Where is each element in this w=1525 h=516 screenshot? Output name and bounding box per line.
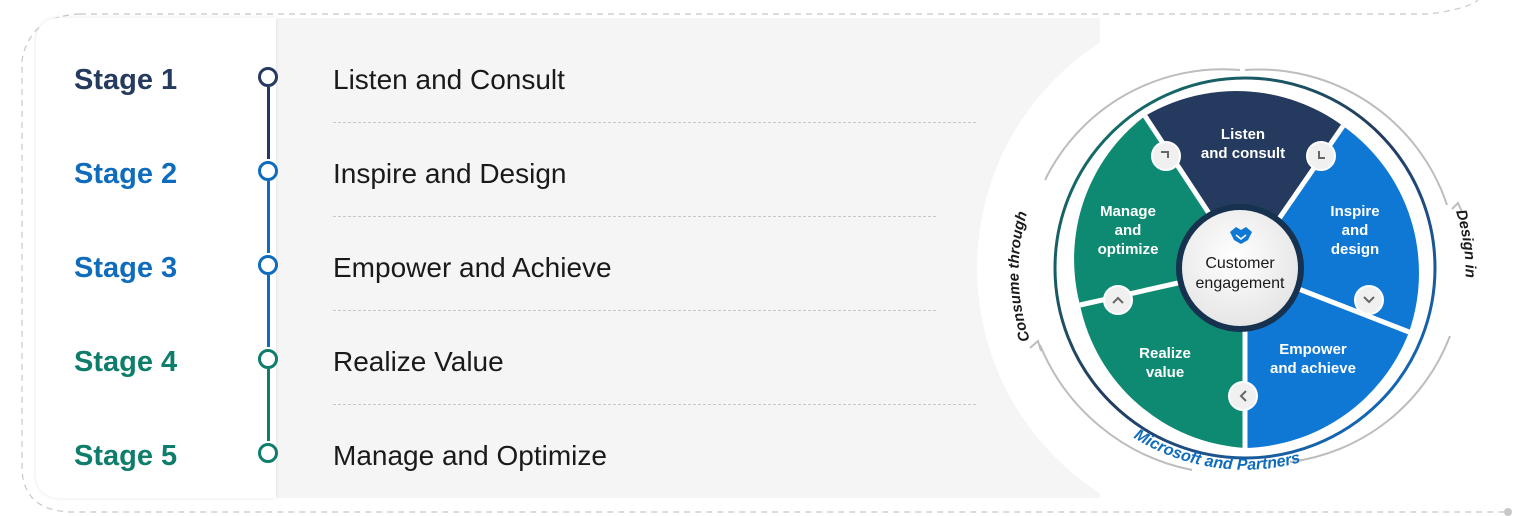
- stage-row-2: Stage 2 Inspire and Design: [0, 154, 1000, 194]
- segment-label: Realize: [1139, 345, 1191, 362]
- arrow-badge: [1306, 141, 1336, 171]
- segment-empower-achieve: [1245, 268, 1409, 448]
- stage-title: Inspire and Design: [333, 158, 567, 189]
- stage-labels-panel: [36, 18, 276, 498]
- engagement-wheel: Listen and consult Inspire and design Em…: [977, 20, 1505, 500]
- center-hub: [1182, 210, 1298, 326]
- stage-label: Stage 3: [74, 252, 178, 284]
- outer-arc-right-lower: [1289, 335, 1451, 463]
- outer-arc-right: [1244, 68, 1448, 206]
- arrow-icon: [1029, 339, 1042, 352]
- segment-label: optimize: [1098, 241, 1159, 258]
- center-label: engagement: [1196, 275, 1286, 292]
- center-label: Customer: [1205, 255, 1275, 272]
- segment-label: Inspire: [1330, 203, 1379, 220]
- corner-arrow-icon: [1161, 151, 1169, 158]
- timeline-node: [258, 255, 278, 275]
- stage-row-3: Stage 3 Empower and Achieve: [0, 248, 1000, 288]
- stage-title: Realize Value: [333, 346, 504, 377]
- corner-arrow-icon: [1239, 390, 1247, 402]
- timeline-segment-1: [267, 87, 270, 159]
- arrow-badge: [1103, 285, 1133, 315]
- handshake-icon: [1230, 227, 1252, 244]
- divider: [333, 310, 936, 311]
- divider: [333, 404, 976, 405]
- timeline-node: [258, 349, 278, 369]
- frame-end-dot: [1504, 508, 1512, 516]
- timeline-segment-2: [267, 181, 270, 253]
- timeline-node: [258, 161, 278, 181]
- stage-label: Stage 2: [74, 158, 178, 190]
- arrow-badge: [1151, 141, 1181, 171]
- segment-label: and: [1115, 222, 1142, 239]
- segment-label: and: [1342, 222, 1369, 239]
- segment-label: Listen: [1221, 126, 1265, 143]
- stage-title: Empower and Achieve: [333, 252, 612, 283]
- arrow-icon: [1451, 201, 1463, 213]
- stage-label: Stage 1: [74, 64, 178, 96]
- timeline-node: [258, 67, 278, 87]
- stage-row-4: Stage 4 Realize Value: [0, 342, 1000, 382]
- stage-label: Stage 4: [74, 346, 178, 378]
- arrow-badge: [1354, 285, 1384, 315]
- segment-label: value: [1146, 364, 1184, 381]
- corner-arrow-icon: [1363, 296, 1375, 304]
- arrow-badge: [1228, 381, 1258, 411]
- timeline-segment-3: [267, 275, 270, 347]
- stage-titles-panel: [270, 18, 1100, 498]
- stage-label: Stage 5: [74, 440, 178, 472]
- corner-arrow-icon: [1318, 151, 1325, 159]
- outer-color-ring: [1053, 76, 1437, 460]
- outer-arc-left-lower: [1039, 344, 1193, 471]
- segment-label: and achieve: [1270, 360, 1356, 377]
- stage-row-1: Stage 1 Listen and Consult: [0, 60, 1000, 100]
- stage-title: Listen and Consult: [333, 64, 565, 95]
- corner-arrow-icon: [1112, 296, 1124, 304]
- outer-arc-left: [1044, 68, 1241, 181]
- divider: [333, 122, 976, 123]
- timeline-segment-4: [267, 369, 270, 441]
- timeline-node: [258, 443, 278, 463]
- segment-label: design: [1331, 241, 1379, 258]
- segment-label: and consult: [1201, 145, 1285, 162]
- segment-listen-consult: [1145, 91, 1343, 269]
- stage-row-5: Stage 5 Manage and Optimize: [0, 436, 1000, 476]
- stage-title: Manage and Optimize: [333, 440, 607, 471]
- segment-label: Empower: [1279, 341, 1347, 358]
- segment-label: Manage: [1100, 203, 1156, 220]
- divider: [333, 216, 936, 217]
